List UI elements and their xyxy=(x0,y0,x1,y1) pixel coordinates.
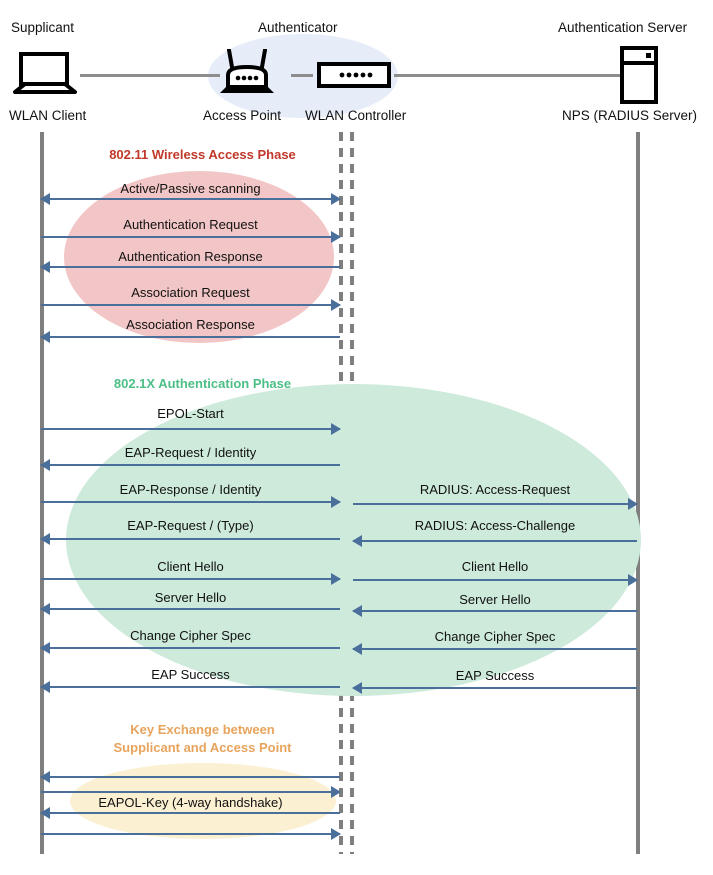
message-label: Server Hello xyxy=(459,592,531,607)
wire-controller-to-server xyxy=(394,74,620,77)
message-arrow xyxy=(352,605,637,617)
message-arrow xyxy=(40,771,340,783)
message-label: Authentication Request xyxy=(123,217,258,232)
server-icon xyxy=(620,46,658,104)
wireless-router-icon xyxy=(218,49,276,97)
message-label: EAPOL-Key (4-way handshake) xyxy=(98,795,283,810)
message-label: EAP-Request / (Type) xyxy=(127,518,254,533)
message-arrow xyxy=(41,496,341,508)
message-label: Change Cipher Spec xyxy=(130,628,251,643)
wire-ap-to-controller xyxy=(291,74,313,77)
message-arrow xyxy=(40,642,340,654)
message-arrow xyxy=(40,807,340,819)
phase-label-8021x: 802.1X Authentication Phase xyxy=(113,376,292,391)
message-arrow xyxy=(41,828,341,840)
message-label: Association Response xyxy=(126,317,255,332)
message-arrow xyxy=(352,535,637,547)
message-arrow xyxy=(352,682,637,694)
message-label: Association Request xyxy=(131,285,250,300)
phase-label-key-exchange: Key Exchange between Supplicant and Acce… xyxy=(113,722,292,755)
network-switch-icon xyxy=(317,62,391,88)
message-arrow xyxy=(40,261,340,273)
message-arrow xyxy=(352,643,637,655)
message-label: RADIUS: Access-Request xyxy=(419,482,571,497)
message-arrow xyxy=(41,231,341,243)
message-label: Active/Passive scanning xyxy=(120,181,261,196)
message-label: Change Cipher Spec xyxy=(434,629,556,644)
message-label: EAP-Request / Identity xyxy=(124,445,257,460)
message-label: RADIUS: Access-Challenge xyxy=(414,518,576,533)
message-arrow xyxy=(41,299,341,311)
lifeline-supplicant xyxy=(40,132,44,854)
message-label: Server Hello xyxy=(154,590,227,605)
message-label: EAP Success xyxy=(151,667,230,682)
message-arrow xyxy=(41,786,341,798)
message-arrow xyxy=(40,193,341,205)
actor-role-auth-server: Authentication Server xyxy=(558,20,688,35)
actor-device-wlan-controller: WLAN Controller xyxy=(305,108,407,123)
message-arrow xyxy=(40,331,340,343)
wire-client-to-ap xyxy=(80,74,220,77)
actor-role-supplicant: Supplicant xyxy=(11,20,75,35)
actor-device-access-point: Access Point xyxy=(203,108,282,123)
message-arrow xyxy=(40,681,340,693)
message-arrow xyxy=(41,423,341,435)
message-label: EAP Success xyxy=(455,668,535,683)
message-arrow xyxy=(40,603,340,615)
lifeline-auth-server xyxy=(636,132,640,854)
message-label: EPOL-Start xyxy=(157,406,224,421)
actor-device-nps-radius-server: NPS (RADIUS Server) xyxy=(562,108,698,123)
actor-role-authenticator: Authenticator xyxy=(258,20,338,35)
message-arrow xyxy=(41,573,341,585)
message-arrow xyxy=(353,498,638,510)
message-label: Client Hello xyxy=(461,559,529,574)
message-label: Client Hello xyxy=(157,559,224,574)
message-arrow xyxy=(40,459,340,471)
laptop-icon xyxy=(13,52,77,96)
message-label: EAP-Response / Identity xyxy=(119,482,262,497)
message-label: Authentication Response xyxy=(118,249,263,264)
phase-label-80211: 802.11 Wireless Access Phase xyxy=(109,147,296,162)
message-arrow xyxy=(353,574,638,586)
phase-ellipse-key-exchange xyxy=(70,763,336,839)
message-arrow xyxy=(40,533,340,545)
actor-device-wlan-client: WLAN Client xyxy=(9,108,87,123)
